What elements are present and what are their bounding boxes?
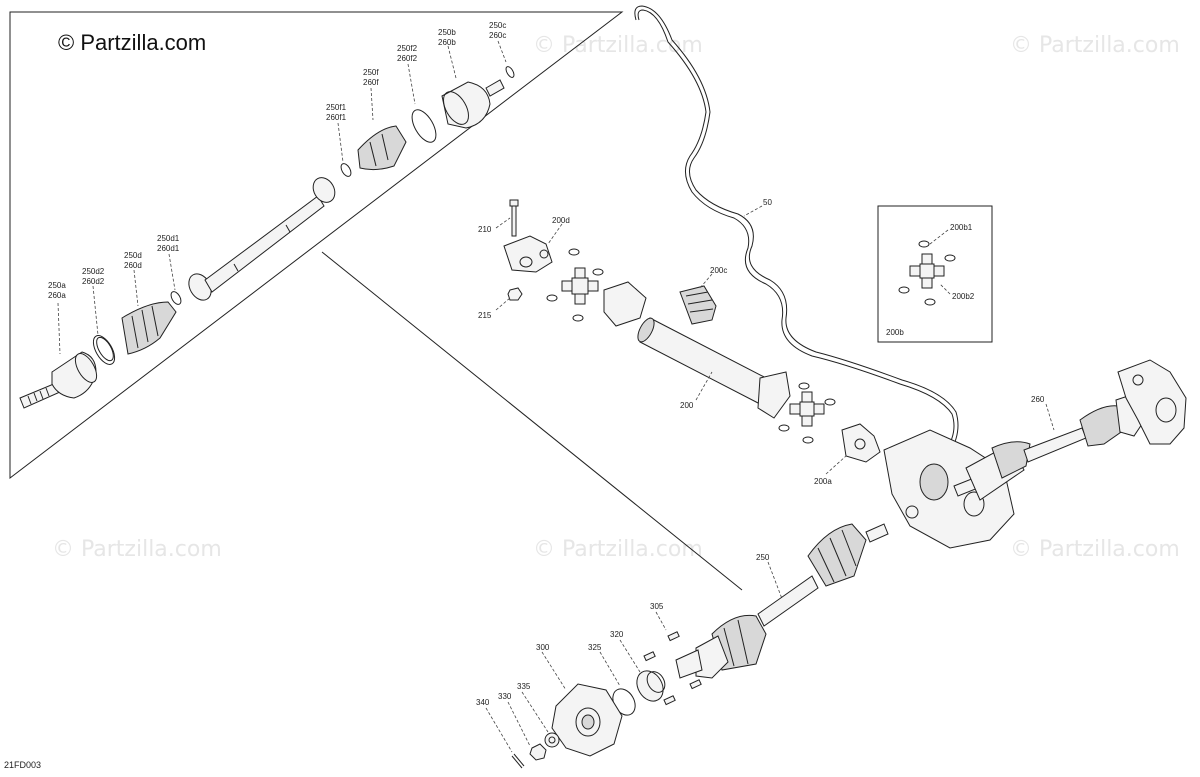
- universal-joint-cross: [561, 267, 599, 305]
- inner-cv-joint: [312, 177, 336, 203]
- main-labels: 210 200d 215 200c 50 200 200a 260 250 30…: [476, 198, 1045, 707]
- shaft-tube: [639, 317, 771, 405]
- callout-340: 340: [476, 698, 490, 707]
- callout-250f: 250f: [363, 68, 379, 77]
- exploded-driveshaft: [19, 66, 515, 409]
- diagram-code: 21FD003: [4, 760, 42, 770]
- callout-200c: 200c: [710, 266, 727, 275]
- cv-boot: [121, 301, 177, 355]
- inner-cv-boot: [357, 125, 407, 171]
- callout-250d1: 250d1: [157, 234, 180, 243]
- yoke-200d: [503, 235, 553, 273]
- right-driveshaft: [953, 359, 1187, 501]
- shaft-yoke-rear: [757, 371, 791, 419]
- callout-200b1: 200b1: [950, 223, 973, 232]
- inset-frame: [877, 205, 993, 343]
- callout-260d2: 260d2: [82, 277, 105, 286]
- detail-leader-line: [321, 251, 743, 591]
- callout-210: 210: [478, 225, 492, 234]
- callout-215: 215: [478, 311, 492, 320]
- callout-250a: 250a: [48, 281, 66, 290]
- hub-assembly: [511, 631, 702, 769]
- callout-260b: 260b: [438, 38, 456, 47]
- snap-ring: [592, 268, 604, 276]
- callout-200d: 200d: [552, 216, 570, 225]
- copyright-notice: © Partzilla.com: [58, 30, 207, 55]
- callout-250d2: 250d2: [82, 267, 105, 276]
- callout-260d1: 260d1: [157, 244, 180, 253]
- frame-leaders: [57, 40, 507, 355]
- watermark: © Partzilla.com: [1010, 33, 1180, 58]
- frame-labels: 250a 260a 250d2 260d2 250d 260d 250d1 26…: [48, 21, 506, 300]
- shaft-yoke-front: [603, 281, 647, 327]
- callout-200: 200: [680, 401, 694, 410]
- universal-joint-cross-rear: [789, 391, 825, 427]
- callout-260: 260: [1031, 395, 1045, 404]
- callout-250f2: 250f2: [397, 44, 418, 53]
- callout-50: 50: [763, 198, 772, 207]
- callout-260f: 260f: [363, 78, 379, 87]
- left-driveshaft: [675, 523, 889, 679]
- callout-250: 250: [756, 553, 770, 562]
- detail-frame: [9, 11, 624, 480]
- watermarks: © Partzilla.com © Partzilla.com © Partzi…: [52, 33, 1180, 562]
- large-clamp: [411, 109, 437, 143]
- watermark: © Partzilla.com: [1010, 537, 1180, 562]
- propeller-shaft: [503, 199, 881, 463]
- flange-yoke-200a: [841, 423, 881, 463]
- watermark: © Partzilla.com: [52, 537, 222, 562]
- circlip: [505, 66, 515, 78]
- callout-320: 320: [610, 630, 624, 639]
- callout-260c: 260c: [489, 31, 506, 40]
- callout-335: 335: [517, 682, 531, 691]
- callout-200b2: 200b2: [952, 292, 975, 301]
- inset-label: 200b: [886, 328, 904, 337]
- snap-ring: [568, 248, 580, 256]
- callout-300: 300: [536, 643, 550, 652]
- snap-ring: [572, 314, 584, 322]
- boot-200c: [679, 285, 717, 325]
- callout-250b: 250b: [438, 28, 456, 37]
- callout-250d: 250d: [124, 251, 142, 260]
- callout-305: 305: [650, 602, 664, 611]
- callout-330: 330: [498, 692, 512, 701]
- callout-250f1: 250f1: [326, 103, 347, 112]
- small-clamp: [170, 291, 182, 305]
- callout-200a: 200a: [814, 477, 832, 486]
- inset-cross: [898, 240, 956, 306]
- snap-ring: [546, 294, 558, 302]
- callout-260f2: 260f2: [397, 54, 418, 63]
- callout-260a: 260a: [48, 291, 66, 300]
- callout-260d: 260d: [124, 261, 142, 270]
- callout-260f1: 260f1: [326, 113, 347, 122]
- callout-325: 325: [588, 643, 602, 652]
- vent-hose: [634, 5, 959, 453]
- watermark: © Partzilla.com: [533, 33, 703, 58]
- callout-250c: 250c: [489, 21, 506, 30]
- watermark: © Partzilla.com: [533, 537, 703, 562]
- shaft-leaders: [495, 217, 847, 475]
- nut-215: [507, 287, 523, 301]
- clamp-ring: [92, 335, 116, 365]
- axle-shaft: [204, 195, 325, 293]
- bolt-210: [509, 199, 519, 207]
